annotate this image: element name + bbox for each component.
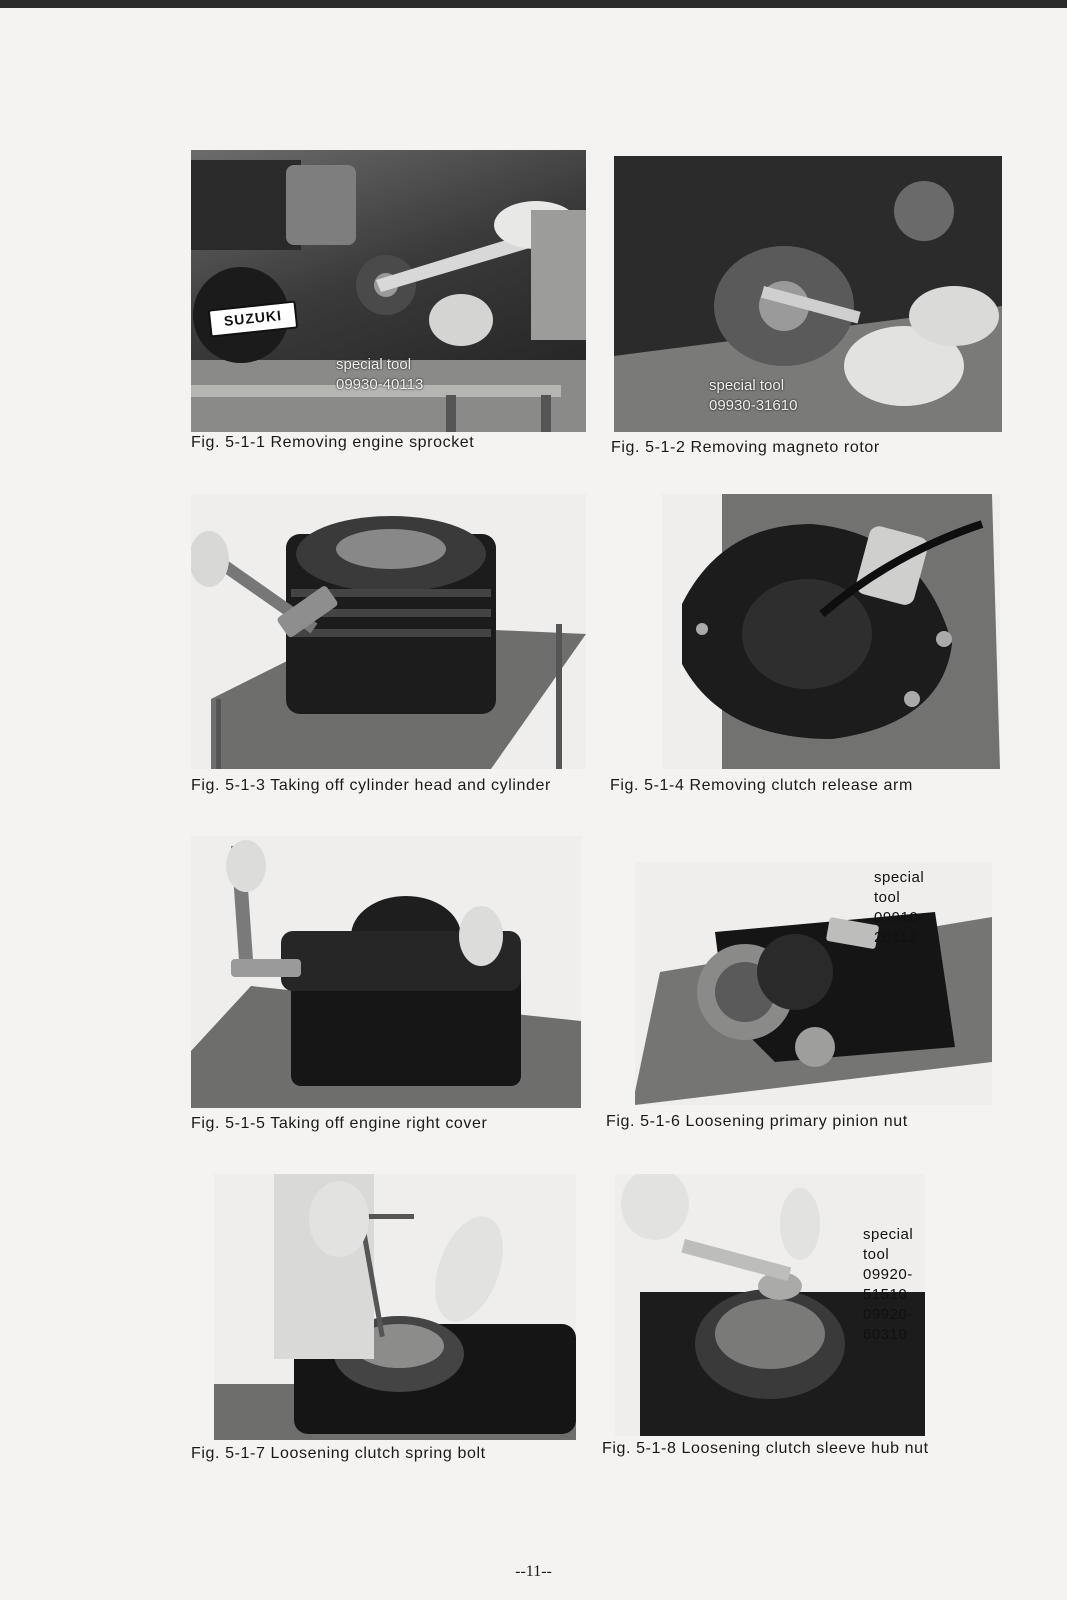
special-tool-label: special tool: [336, 356, 412, 373]
figure-caption: Fig. 5-1-8 Loosening clutch sleeve hub n…: [602, 1440, 929, 1457]
special-tool-number: 09930-31610: [709, 397, 798, 414]
figure-caption: Fig. 5-1-5 Taking off engine right cover: [191, 1115, 488, 1132]
figure-caption: Fig. 5-1-1 Removing engine sprocket: [191, 434, 475, 451]
special-tool-callout: special tool 09930-31610: [709, 376, 797, 416]
engine-right-cover-illustration: [191, 840, 581, 1108]
special-tool-label: special tool: [863, 1226, 914, 1263]
special-tool-label: special tool: [709, 377, 785, 394]
engine-sprocket-photo: SUZUKI special tool 09930-40113: [191, 150, 586, 432]
scan-top-edge: [0, 0, 1067, 8]
primary-pinion-nut-illustration: [635, 912, 992, 1105]
engine-sprocket-illustration: [191, 160, 586, 432]
cylinder-head-illustration: [191, 516, 586, 769]
primary-pinion-nut-photo: [635, 862, 992, 1105]
special-tool-number: 09910-20112: [874, 909, 924, 946]
special-tool-callout: special tool 09910-20112: [874, 868, 924, 948]
figure-caption: Fig. 5-1-7 Loosening clutch spring bolt: [191, 1445, 486, 1462]
brand-text: SUZUKI: [223, 307, 283, 329]
magneto-rotor-illustration: [614, 156, 1002, 432]
special-tool-callout: special tool 09930-40113: [336, 355, 423, 395]
clutch-release-arm-photo: [662, 494, 1000, 769]
magneto-rotor-photo: special tool 09930-31610: [614, 156, 1002, 432]
figure-caption: Fig. 5-1-4 Removing clutch release arm: [610, 777, 913, 794]
special-tool-number: 09920-60310: [863, 1306, 913, 1343]
figure-caption: Fig. 5-1-3 Taking off cylinder head and …: [191, 777, 551, 794]
engine-right-cover-photo: [191, 836, 581, 1108]
clutch-spring-bolt-illustration: [214, 1174, 576, 1440]
figure-caption: Fig. 5-1-2 Removing magneto rotor: [611, 439, 880, 456]
page-number: --11--: [515, 1563, 552, 1580]
special-tool-label: special tool: [874, 869, 925, 906]
special-tool-number: 09920-51510: [863, 1266, 913, 1303]
clutch-sleeve-hub-nut-photo: [615, 1174, 925, 1436]
special-tool-number: 09930-40113: [336, 376, 424, 393]
clutch-spring-bolt-photo: [214, 1174, 576, 1440]
special-tool-callout: special tool 09920-51510 09920-60310: [863, 1225, 913, 1345]
clutch-release-arm-illustration: [682, 494, 1000, 769]
clutch-sleeve-hub-nut-illustration: [621, 1174, 925, 1436]
figure-caption: Fig. 5-1-6 Loosening primary pinion nut: [606, 1113, 908, 1130]
cylinder-head-photo: [191, 494, 586, 769]
